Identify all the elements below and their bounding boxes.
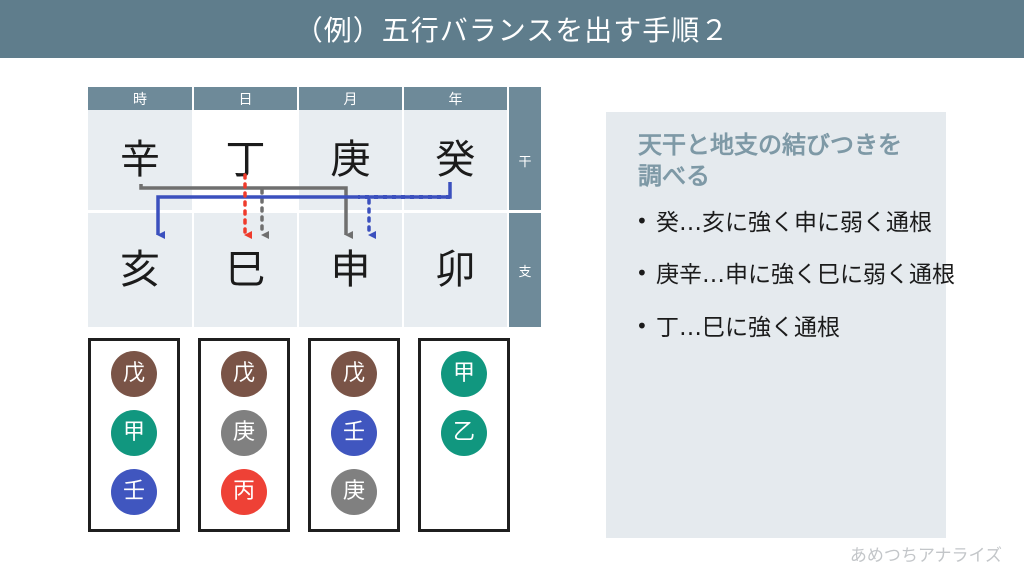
hidden-stem-box-hour: 戊 甲 壬 (88, 338, 180, 532)
hidden-stem-box-month: 戊 壬 庚 (308, 338, 400, 532)
hidden-stem-badge: 壬 (331, 410, 377, 456)
table-cell-stem-month: 庚 (299, 110, 404, 210)
hidden-stem-badge: 甲 (111, 410, 157, 456)
table-header-day: 日 (194, 87, 299, 110)
list-item: 癸…亥に強く申に弱く通根 (636, 208, 956, 238)
hidden-stem-box-day: 戊 庚 丙 (198, 338, 290, 532)
panel-heading: 天干と地支の結びつきを調べる (638, 131, 902, 190)
list-item: 丁…巳に強く通根 (636, 313, 956, 343)
stem-glyph-hour: 辛 (120, 137, 160, 183)
branch-glyph-year: 卯 (435, 247, 476, 293)
table-header-hour: 時 (88, 87, 194, 110)
hidden-stem-badge: 壬 (111, 469, 157, 515)
table-header-year: 年 (404, 87, 509, 110)
hidden-stem-box-year: 甲 乙 (418, 338, 510, 532)
stem-glyph-day: 丁 (225, 137, 266, 183)
table-row-label-stem: 干 (509, 110, 541, 210)
list-item: 庚辛…申に強く巳に弱く通根 (636, 260, 956, 290)
stem-glyph-year: 癸 (435, 137, 476, 183)
table-cell-stem-year: 癸 (404, 110, 509, 210)
table-header-month: 月 (299, 87, 404, 110)
table-cell-branch-day: 巳 (194, 213, 299, 327)
explanation-panel: 天干と地支の結びつきを調べる 癸…亥に強く申に弱く通根 庚辛…申に強く巳に弱く通… (606, 112, 955, 538)
hidden-stem-badge: 戊 (111, 351, 157, 397)
branch-glyph-day: 巳 (225, 247, 266, 293)
page-title: （例）五行バランスを出す手順２ (294, 14, 730, 47)
table-row-label-branch: 支 (509, 213, 541, 327)
table-cell-branch-hour: 亥 (88, 213, 194, 327)
hidden-stem-badge: 乙 (441, 410, 487, 456)
table-cell-stem-hour: 辛 (88, 110, 194, 210)
table-header-row: 時 日 月 年 (88, 87, 541, 110)
panel-bullet-list: 癸…亥に強く申に弱く通根 庚辛…申に強く巳に弱く通根 丁…巳に強く通根 (632, 208, 956, 365)
table-cell-branch-year: 卯 (404, 213, 509, 327)
branch-glyph-hour: 亥 (120, 247, 160, 293)
branch-glyph-month: 申 (330, 247, 371, 293)
four-pillars-table: 時 日 月 年 辛 丁 庚 癸 干 亥 巳 申 卯 支 (88, 87, 541, 327)
hidden-stem-badge: 丙 (221, 469, 267, 515)
slide-title-bar: （例）五行バランスを出す手順２ (0, 0, 1024, 58)
table-cell-branch-month: 申 (299, 213, 404, 327)
stem-glyph-month: 庚 (330, 137, 371, 183)
hidden-stem-badge: 甲 (441, 351, 487, 397)
hidden-stem-badge: 戊 (331, 351, 377, 397)
hidden-stem-badge: 庚 (221, 410, 267, 456)
table-cell-stem-day: 丁 (194, 110, 299, 210)
hidden-stem-badge: 戊 (221, 351, 267, 397)
hidden-stem-badge: 庚 (331, 469, 377, 515)
table-header-corner (509, 87, 541, 110)
watermark-text: あめつちアナライズ (849, 546, 1002, 566)
